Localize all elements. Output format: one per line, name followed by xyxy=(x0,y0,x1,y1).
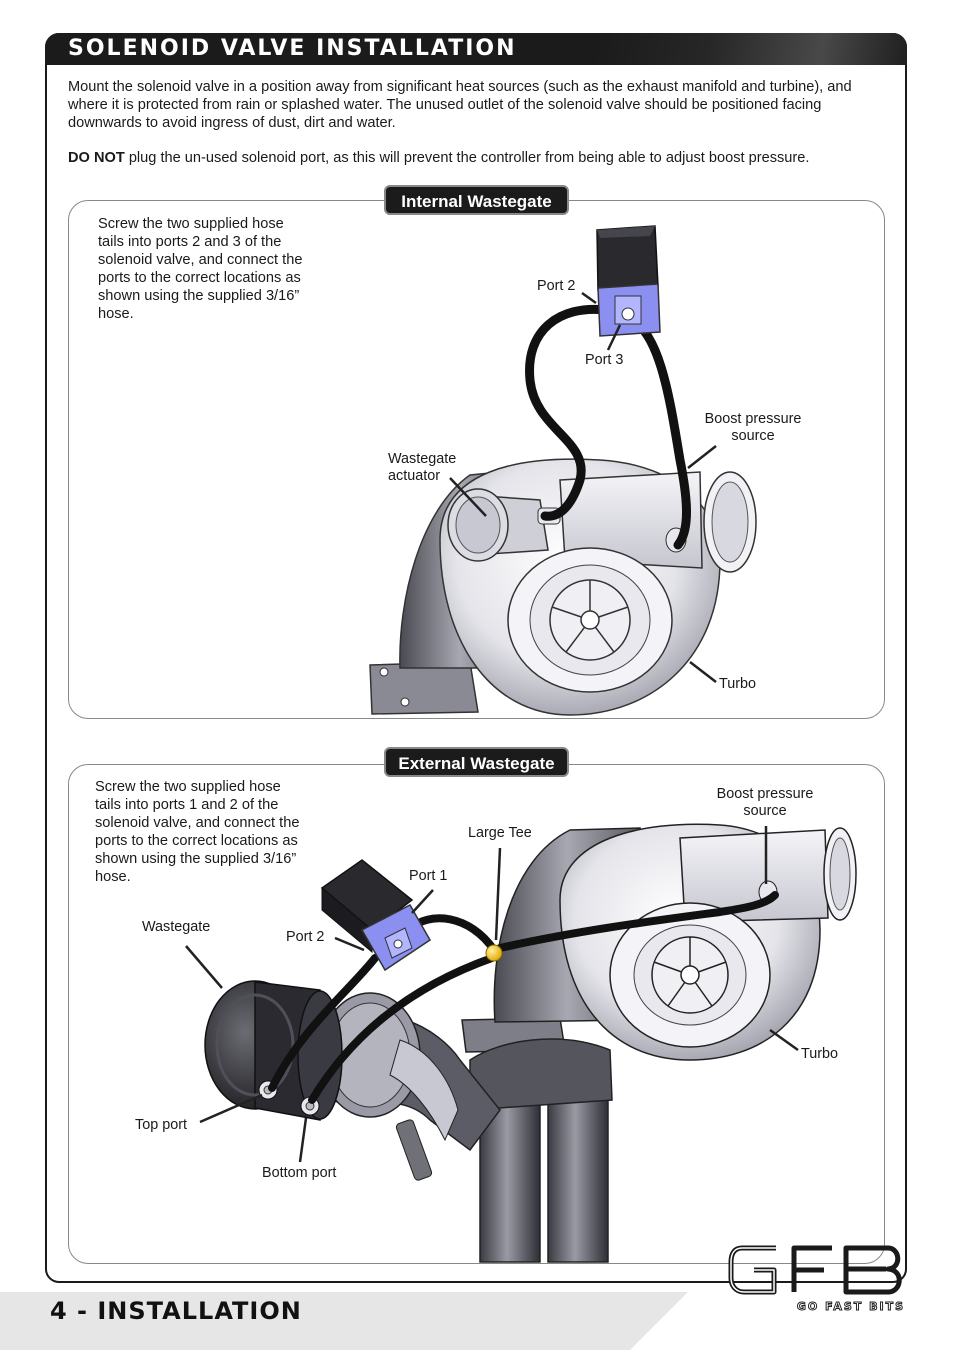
label-actuator-line1: Wastegate xyxy=(388,451,457,467)
external-hoses xyxy=(268,891,779,1104)
warning-text: plug the un-used solenoid port, as this … xyxy=(124,150,810,166)
label-external-boost-source: Boost pressure source xyxy=(710,786,820,820)
internal-description: Screw the two supplied hose tails into p… xyxy=(98,216,303,322)
intro-text: Mount the solenoid valve in a position a… xyxy=(68,78,888,184)
logo-tagline: Go Fast Bits xyxy=(796,1300,905,1314)
internal-turbo-illustration xyxy=(369,458,757,716)
internal-wastegate-tag: Internal Wastegate xyxy=(384,185,569,215)
large-tee-fitting xyxy=(485,944,503,962)
label-internal-turbo: Turbo xyxy=(719,676,757,692)
label-external-port1: Port 1 xyxy=(409,868,448,884)
label-wastegate-actuator: Wastegate actuator xyxy=(388,451,456,485)
label-large-tee: Large Tee xyxy=(468,825,532,841)
label-external-boost-line2: source xyxy=(743,803,787,819)
label-internal-port3: Port 3 xyxy=(585,352,624,368)
external-leader-lines xyxy=(185,826,799,1163)
title-bar xyxy=(45,33,907,65)
external-wastegate-tag: External Wastegate xyxy=(384,747,569,777)
label-actuator-line2: actuator xyxy=(388,468,440,484)
internal-hoses xyxy=(525,304,691,550)
warning-bold: DO NOT xyxy=(68,150,125,166)
label-external-turbo: Turbo xyxy=(801,1046,839,1062)
gfb-logo-icon xyxy=(728,1245,902,1295)
label-internal-boost-line1: Boost pressure xyxy=(704,411,802,427)
label-top-port: Top port xyxy=(135,1117,187,1133)
footer-section-title: 4 - Installation xyxy=(50,1297,302,1325)
label-external-port2: Port 2 xyxy=(286,929,325,945)
intro-paragraph: Mount the solenoid valve in a position a… xyxy=(68,79,852,131)
page-title: Solenoid Valve Installation xyxy=(68,36,517,61)
external-turbo-illustration xyxy=(204,823,857,1263)
internal-solenoid-valve xyxy=(596,225,661,337)
label-external-boost-line1: Boost pressure xyxy=(716,786,814,802)
label-wastegate: Wastegate xyxy=(142,919,211,935)
external-description: Screw the two supplied hose tails into p… xyxy=(95,779,300,885)
external-solenoid-valve xyxy=(320,859,431,972)
footer-band xyxy=(0,1292,688,1350)
internal-leader-lines xyxy=(449,291,717,683)
warning-paragraph: DO NOT plug the un-used solenoid port, a… xyxy=(68,149,888,167)
label-bottom-port: Bottom port xyxy=(262,1165,337,1181)
label-internal-boost-line2: source xyxy=(731,428,775,444)
label-internal-boost-source: Boost pressure source xyxy=(700,411,806,445)
label-internal-port2: Port 2 xyxy=(537,278,576,294)
